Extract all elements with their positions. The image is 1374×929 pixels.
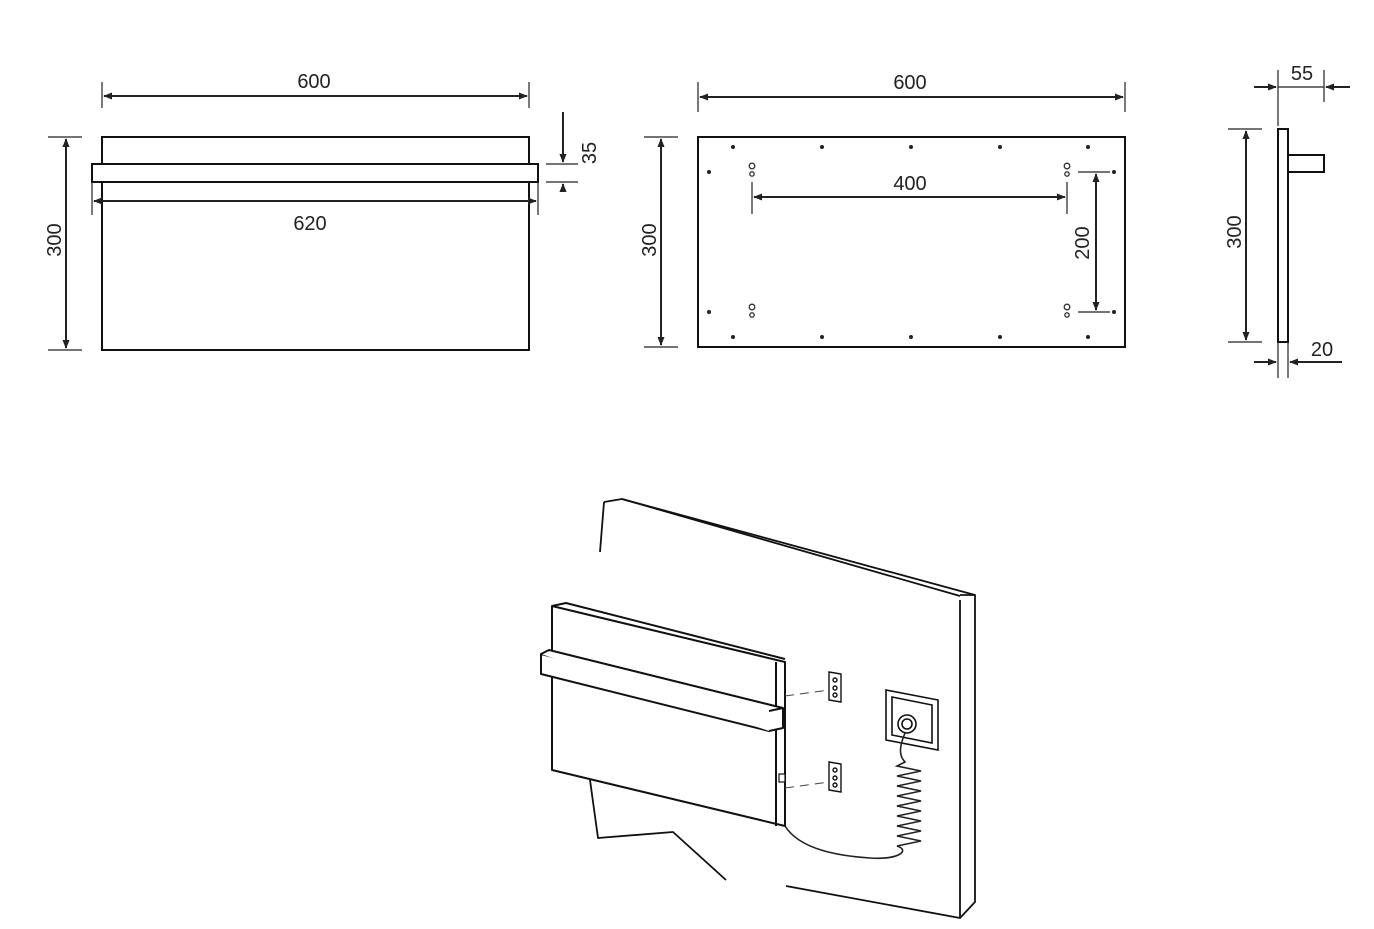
heater-switch-icon: [778, 773, 786, 783]
back-panel-outline: [697, 136, 1126, 348]
bracket-guide-line-upper: [784, 689, 830, 697]
installation-illustration: [540, 498, 976, 919]
perimeter-screws: [707, 145, 1116, 339]
front-width-label: 600: [297, 71, 330, 93]
power-cable-icon: [784, 732, 922, 860]
back-view: 600 300 400 200: [639, 72, 1126, 348]
front-height-label: 300: [44, 223, 66, 256]
side-height-label: 300: [1224, 215, 1246, 248]
wall-socket-icon: [885, 689, 939, 751]
towel-bar-outline: [91, 163, 539, 183]
bracket-guide-line-lower: [784, 781, 830, 789]
hole-spacing-v-label: 200: [1072, 226, 1094, 259]
side-depth-label: 55: [1291, 63, 1313, 85]
towel-bar-illustration: [540, 649, 784, 732]
side-panel-outline: [1277, 128, 1289, 343]
side-view: 55 300 20: [1224, 63, 1350, 378]
front-view: 600 300 620 35: [44, 71, 601, 351]
keyhole-mounting-holes: [748, 162, 1071, 318]
side-thickness-label: 20: [1311, 339, 1333, 361]
back-width-label: 600: [893, 72, 926, 94]
bar-width-label: 620: [293, 213, 326, 235]
mounting-brackets: [828, 671, 842, 793]
hole-spacing-h-label: 400: [893, 173, 926, 195]
side-bar-outline: [1287, 154, 1325, 173]
back-height-label: 300: [639, 223, 661, 256]
bar-height-label: 35: [579, 142, 601, 164]
